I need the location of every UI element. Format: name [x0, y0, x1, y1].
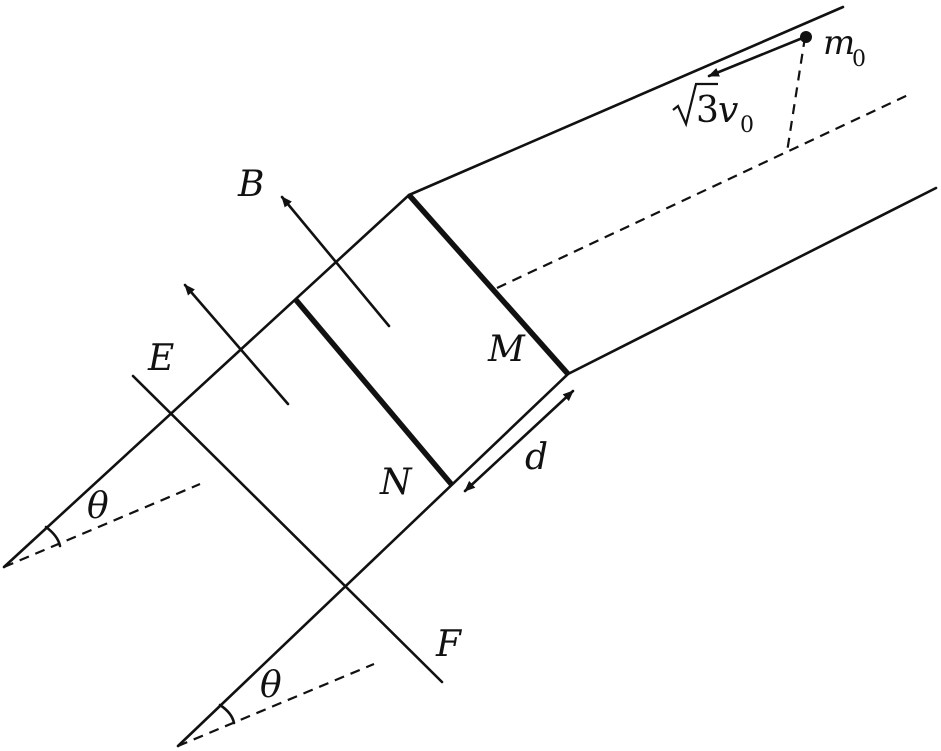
angle-label-lower: θ: [260, 665, 282, 706]
rod-M: [406, 193, 571, 376]
drop-line-dashed: [785, 36, 807, 153]
angle-arc-lower: [218, 703, 236, 725]
centerline-dashed: [496, 94, 909, 289]
lower-rail-horizontal: [566, 186, 938, 376]
boundary-line-EF: [131, 374, 444, 684]
field-label-B: B: [237, 164, 264, 205]
field-arrow-upper: [280, 195, 391, 328]
velocity-arrow: [707, 35, 807, 78]
speed-coefficient: 3: [696, 90, 719, 131]
rod-label-N: N: [379, 462, 413, 503]
speed-symbol: v: [718, 90, 738, 131]
label-E: E: [147, 338, 174, 379]
spacing-arrow: [463, 389, 575, 493]
upper-rail-horizontal: [407, 5, 845, 197]
rod-N: [293, 298, 455, 487]
spacing-label: d: [525, 437, 548, 478]
mass-label: m: [823, 23, 855, 63]
sqrt-icon: [672, 82, 718, 128]
angle-label-upper: θ: [87, 486, 109, 527]
rod-label-M: M: [487, 329, 526, 370]
lower-rail-incline: [176, 372, 570, 748]
speed-subscript: 0: [740, 113, 754, 138]
horizontal-ref-lower: [177, 662, 375, 748]
point-mass: [800, 31, 812, 43]
field-arrow-lower: [183, 283, 290, 406]
label-F: F: [435, 624, 463, 665]
mass-subscript: 0: [852, 47, 866, 72]
upper-rail-incline: [2, 193, 411, 569]
horizontal-ref-upper: [3, 482, 201, 569]
